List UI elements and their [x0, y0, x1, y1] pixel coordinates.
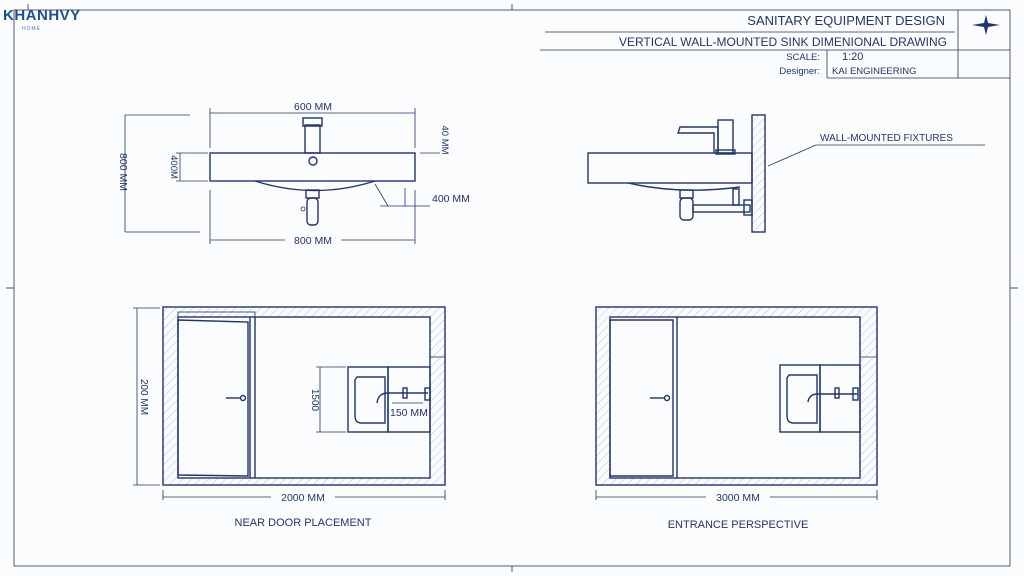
caption-entrance: ENTRANCE PERSPECTIVE — [668, 519, 809, 531]
plan-entrance: 3000 MM ENTRANCE PERSPECTIVE — [595, 306, 878, 531]
drawing-subtitle: VERTICAL WALL-MOUNTED SINK DIMENIONAL DR… — [619, 35, 947, 49]
designer-label: Designer: — [779, 66, 820, 77]
dim-entrance-width: 3000 MM — [716, 492, 760, 504]
dim-height-total: 800 MM — [117, 153, 129, 191]
compass-star-icon — [972, 15, 1000, 35]
sink-side-view: WALL-MOUNTED FIXTURES — [587, 114, 985, 233]
dim-rim: 40 MM — [439, 125, 450, 154]
dim-width-top: 600 MM — [294, 101, 332, 113]
dim-depth: 400 MM — [432, 193, 470, 205]
drawing-title: SANITARY EQUIPMENT DESIGN — [747, 13, 945, 28]
dim-offset: 150 MM — [390, 407, 428, 419]
brand-logo-subtitle: HOME — [22, 26, 41, 32]
wall-mounted-fixtures-label: WALL-MOUNTED FIXTURES — [820, 133, 953, 144]
dim-room-height: 200 MM — [138, 379, 149, 415]
scale-value: 1:20 — [842, 51, 863, 63]
title-block: SANITARY EQUIPMENT DESIGN VERTICAL WALL-… — [540, 10, 1010, 79]
dim-basin-height: 400M — [168, 155, 179, 179]
scale-label: SCALE: — [786, 52, 820, 63]
plan-near-door: 1500 150 MM 200 MM 2000 MM NEAR DOOR PLA… — [133, 306, 446, 529]
sheet-border — [6, 4, 1018, 572]
dim-room-width: 2000 MM — [281, 492, 325, 504]
dim-sink-height: 1500 — [309, 389, 320, 412]
dim-width-bottom: 800 MM — [294, 235, 332, 247]
brand-logo: KHANHVY — [3, 7, 81, 24]
caption-near-door: NEAR DOOR PLACEMENT — [235, 517, 372, 529]
designer-value: KAI ENGINEERING — [832, 66, 916, 77]
sink-front-view: 600 MM 800 MM 400M 40 MM 400 MM 800 MM — [117, 101, 470, 247]
